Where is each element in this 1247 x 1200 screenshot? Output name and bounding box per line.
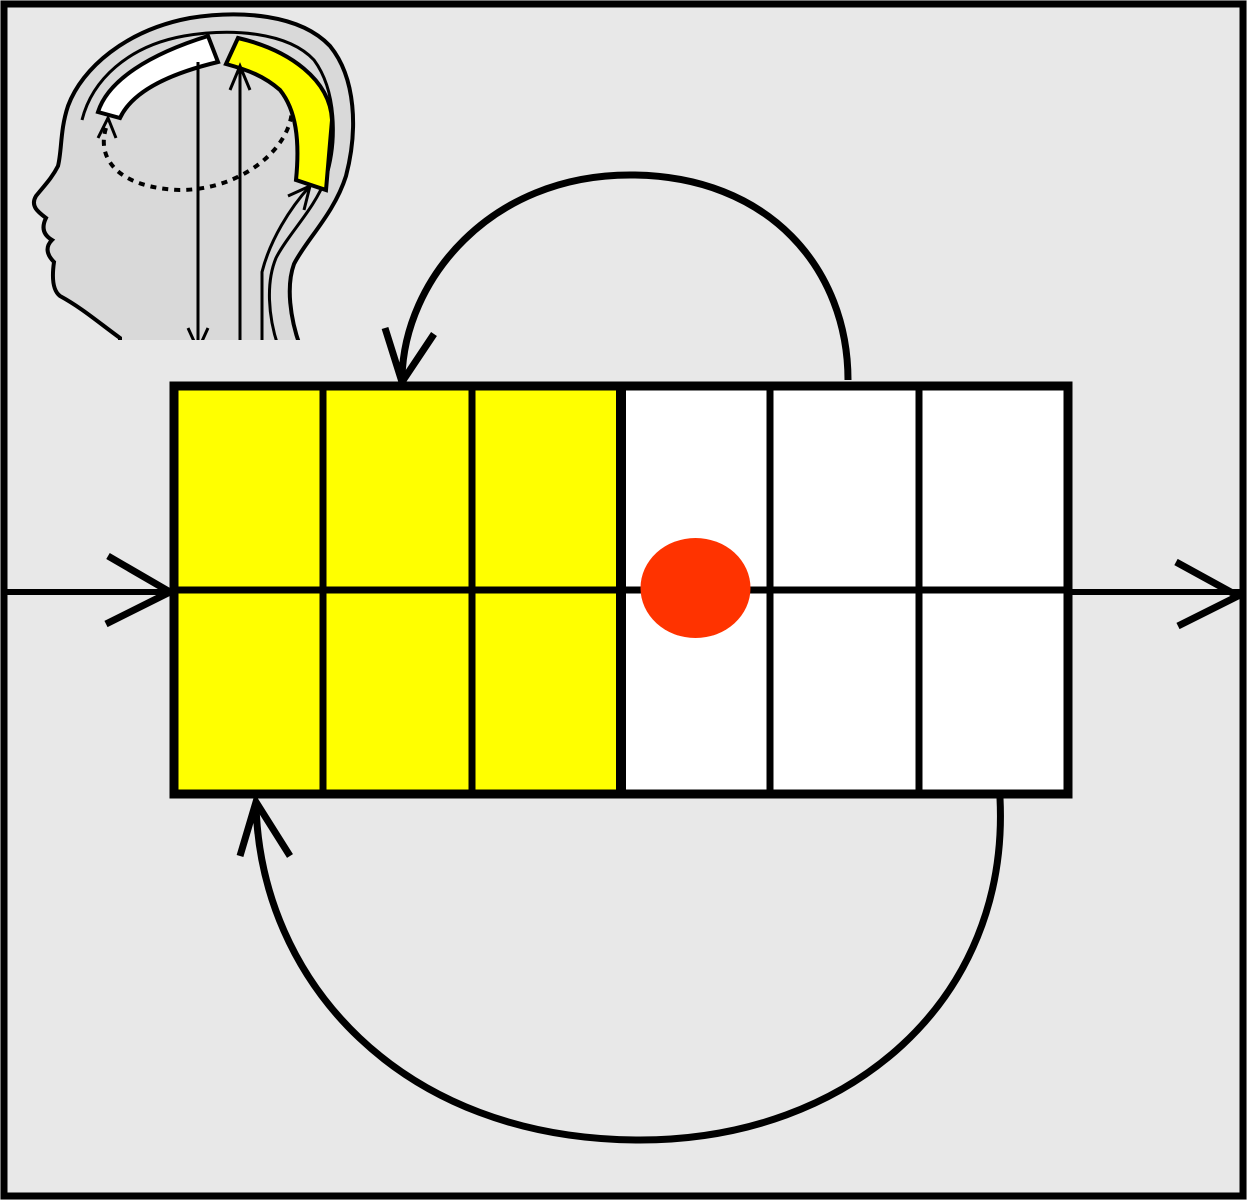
head-bottom-mask xyxy=(116,340,306,354)
inactive-cell-5-2 xyxy=(766,586,923,798)
active-cell-3-1 xyxy=(468,382,625,594)
inactive-cell-5-1 xyxy=(766,382,923,594)
active-cell-2-1 xyxy=(319,382,476,594)
dotted-loop-arrowhead xyxy=(96,114,118,139)
active-cell-2-2 xyxy=(319,586,476,798)
cortex-band-icon xyxy=(223,35,335,193)
inactive-cell-6-1 xyxy=(915,382,1072,594)
cell-grid xyxy=(169,381,1073,799)
focus-dot xyxy=(640,538,751,638)
top-arc xyxy=(398,171,852,381)
output-arrowhead xyxy=(1174,558,1246,630)
ascending-arrowhead xyxy=(228,62,252,91)
inactive-cell-6-2 xyxy=(915,586,1072,798)
head-outline-inner xyxy=(80,30,335,347)
ascending-curved-arrowhead xyxy=(287,183,313,211)
bottom-arc-arrowhead xyxy=(236,793,293,858)
grid-border xyxy=(169,381,1073,799)
cortex-band-white xyxy=(95,33,221,121)
ascending-curved-line xyxy=(260,184,312,346)
active-cell-3-2 xyxy=(468,586,625,798)
head-profile-icon xyxy=(31,12,355,354)
bottom-feedback-arrow xyxy=(236,793,1004,1144)
dotted-loop xyxy=(101,109,294,193)
active-cell-1-1 xyxy=(170,382,327,594)
bottom-arc xyxy=(252,797,1004,1144)
active-cell-1-2 xyxy=(170,586,327,798)
